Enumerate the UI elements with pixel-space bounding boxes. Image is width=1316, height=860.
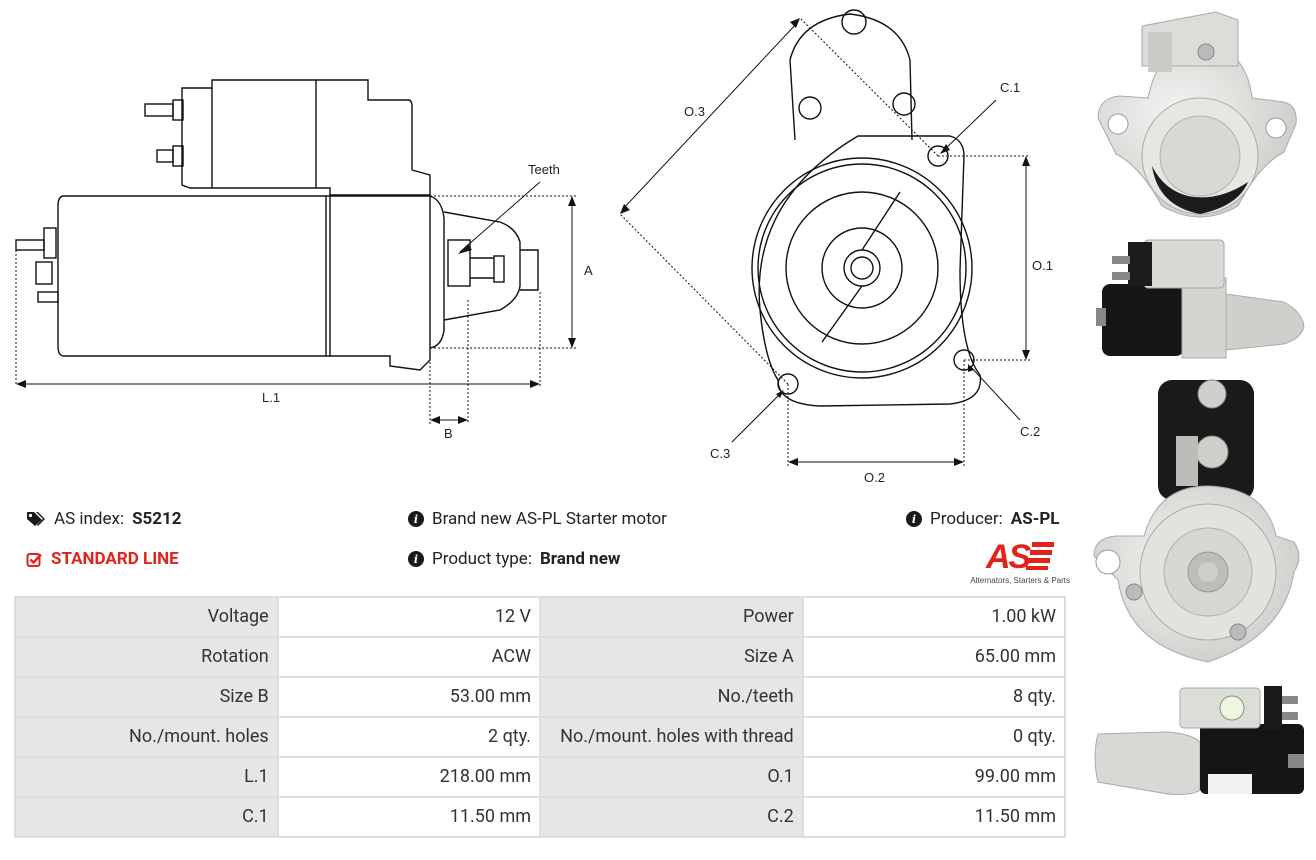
- product-type-line: i Product type: Brand new: [408, 549, 620, 569]
- spec-value: 8 qty.: [803, 678, 1064, 716]
- side-view-drawing: Teeth A L.1 B: [15, 79, 593, 441]
- standard-line-text: STANDARD LINE: [51, 549, 179, 569]
- spec-label: No./mount. holes: [16, 718, 277, 756]
- producer-label: Producer:: [930, 509, 1003, 529]
- spec-value: ACW: [278, 638, 540, 676]
- standard-line-badge: STANDARD LINE: [26, 549, 179, 569]
- product-photo-side[interactable]: [1088, 232, 1308, 362]
- spec-value: 2 qty.: [278, 718, 540, 756]
- product-photo-label-side[interactable]: [1088, 678, 1308, 802]
- dim-l1-label: L.1: [262, 390, 280, 405]
- front-view-drawing: O.3 C.1 O.1 C.2 C.3 O.2: [619, 9, 1053, 485]
- spec-value: 11.50 mm: [278, 798, 540, 836]
- spec-label: C.2: [541, 798, 802, 836]
- spec-label: No./mount. holes with thread: [541, 718, 802, 756]
- description-line: i Brand new AS-PL Starter motor: [408, 509, 667, 529]
- spec-value: 11.50 mm: [803, 798, 1064, 836]
- as-index: AS index: S5212: [26, 509, 182, 529]
- tags-icon: [27, 512, 45, 526]
- spec-label: O.1: [541, 758, 802, 796]
- as-index-label: AS index:: [54, 509, 125, 529]
- as-pl-logo: AS Alternators, Starters & Parts: [962, 538, 1070, 585]
- dim-o2-label: O.2: [864, 470, 885, 485]
- spec-value: 99.00 mm: [803, 758, 1064, 796]
- spec-label: Voltage: [16, 598, 277, 636]
- checkbox-icon: [26, 552, 42, 567]
- teeth-label: Teeth: [528, 162, 560, 177]
- product-photo-rear[interactable]: [1088, 366, 1308, 668]
- spec-label: C.1: [16, 798, 277, 836]
- spec-label: Power: [541, 598, 802, 636]
- spec-value: 53.00 mm: [278, 678, 540, 716]
- dim-o3-label: O.3: [684, 104, 705, 119]
- as-index-value: S5212: [132, 509, 182, 529]
- dim-c3-label: C.3: [710, 446, 730, 461]
- spec-label: Rotation: [16, 638, 277, 676]
- dim-c2-label: C.2: [1020, 424, 1040, 439]
- producer-line: i Producer: AS-PL: [906, 509, 1060, 529]
- spec-value: 0 qty.: [803, 718, 1064, 756]
- spec-label: L.1: [16, 758, 277, 796]
- spec-label: Size B: [16, 678, 277, 716]
- dim-c1-label: C.1: [1000, 80, 1020, 95]
- logo-tagline: Alternators, Starters & Parts: [970, 576, 1070, 585]
- dim-b-label: B: [444, 426, 453, 441]
- spec-value: 65.00 mm: [803, 638, 1064, 676]
- product-type-value: Brand new: [539, 549, 621, 569]
- info-icon: i: [408, 551, 424, 567]
- info-icon: i: [408, 511, 424, 527]
- description-text: Brand new AS-PL Starter motor: [432, 509, 667, 529]
- info-icon: i: [906, 511, 922, 527]
- producer-value: AS-PL: [1010, 509, 1060, 529]
- dim-o1-label: O.1: [1032, 258, 1053, 273]
- product-photo-front[interactable]: [1088, 6, 1308, 228]
- product-type-label: Product type:: [432, 549, 532, 569]
- spec-label: No./teeth: [541, 678, 802, 716]
- dim-a-label: A: [584, 263, 593, 278]
- spec-value: 218.00 mm: [278, 758, 540, 796]
- logo-mark: AS: [985, 538, 1032, 572]
- spec-label: Size A: [541, 638, 802, 676]
- spec-value: 12 V: [278, 598, 540, 636]
- spec-value: 1.00 kW: [803, 598, 1064, 636]
